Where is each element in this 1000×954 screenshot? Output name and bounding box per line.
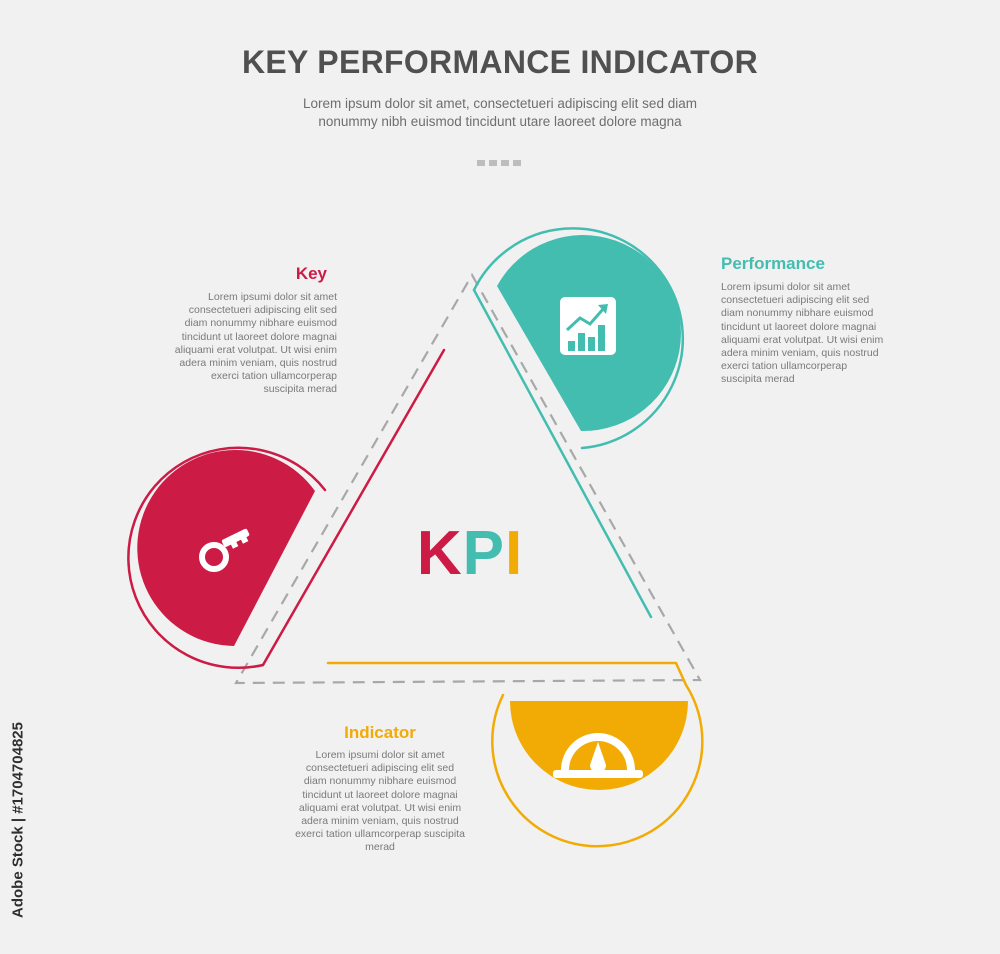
stock-watermark: Adobe Stock | #1704704825 — [9, 722, 27, 918]
page-title: KEY PERFORMANCE INDICATOR — [242, 44, 758, 80]
page-subtitle: Lorem ipsum dolor sit amet, consectetuer… — [303, 96, 697, 129]
performance-title: Performance — [721, 254, 825, 273]
key-connector-line — [261, 348, 446, 667]
gauge-icon — [553, 733, 643, 778]
dots-divider — [477, 160, 523, 166]
performance-outline-arc — [472, 227, 685, 450]
key-outline-arc — [127, 446, 327, 670]
performance-segment — [472, 227, 685, 619]
performance-connector-line — [472, 288, 653, 619]
performance-description: Lorem ipsumi dolor sit amet consectetuer… — [721, 281, 884, 386]
kpi-letter-p: P — [462, 519, 505, 588]
indicator-connector-line — [326, 661, 688, 687]
indicator-outline-arc — [491, 683, 704, 848]
key-segment — [127, 348, 446, 670]
key-title: Key — [295, 264, 327, 283]
dashed-triangle — [234, 272, 702, 685]
kpi-letter-i: I — [504, 519, 524, 588]
indicator-title: Indicator — [344, 723, 416, 742]
key-description: Lorem ipsumi dolor sit amet consectetuer… — [174, 291, 337, 396]
kpi-letter-k: K — [416, 519, 463, 588]
indicator-description: Lorem ipsumi dolor sit amet consectetuer… — [295, 749, 465, 854]
kpi-center-label: KPI — [390, 518, 550, 589]
growth-chart-icon — [560, 297, 616, 355]
key-icon — [199, 528, 250, 572]
key-half-disc — [137, 450, 315, 646]
indicator-segment — [326, 661, 704, 848]
